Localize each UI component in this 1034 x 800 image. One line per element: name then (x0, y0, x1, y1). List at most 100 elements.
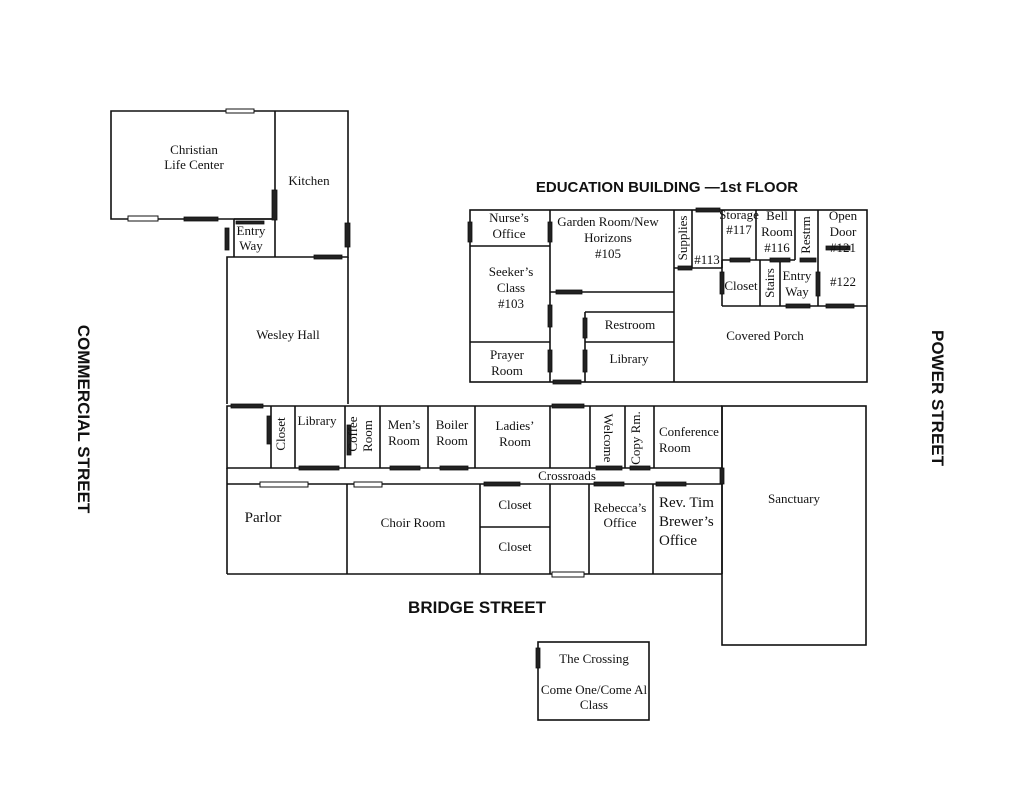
restroom-label: Restroom (605, 317, 656, 332)
door-marker (551, 571, 585, 578)
come-one-class-label-2: Class (580, 697, 608, 712)
library-upper-label: Library (610, 351, 649, 366)
door-marker (595, 465, 623, 471)
copy-room-label: Copy Rm. (628, 411, 643, 464)
door-marker (225, 108, 255, 114)
prayer-room-label-2: Room (491, 363, 523, 378)
covered-porch-label: Covered Porch (726, 328, 804, 343)
sanctuary-label: Sanctuary (768, 491, 820, 506)
door-marker (547, 221, 553, 243)
door-marker (785, 303, 811, 309)
nurses-office-label-2: Office (493, 226, 526, 241)
open-door-label-1: Open (829, 208, 858, 223)
closet-lower-label: Closet (498, 539, 532, 554)
door-marker (271, 189, 278, 221)
bell-room-label-2: Room (761, 224, 793, 239)
prayer-room-label-1: Prayer (490, 347, 525, 362)
restroom-small-label: Restrm (798, 216, 813, 254)
entry-way-east-label-2: Way (785, 284, 809, 299)
door-marker (127, 215, 159, 222)
welcome-label: Welcome (601, 414, 616, 463)
door-marker (235, 220, 265, 225)
crossroads-label: Crossroads (538, 468, 596, 483)
door-marker (825, 303, 855, 309)
room-122-label: #122 (830, 274, 856, 289)
boiler-room-label-1: Boiler (436, 417, 469, 432)
door-marker (555, 289, 583, 295)
door-marker (769, 257, 791, 263)
door-marker (551, 403, 585, 409)
christian-life-center-label-2: Life Center (164, 157, 224, 172)
christian-life-center-label-1: Christian (170, 142, 218, 157)
mens-room-label-2: Room (388, 433, 420, 448)
door-marker (439, 465, 469, 471)
door-marker (593, 481, 625, 487)
supplies-label: Supplies (675, 216, 690, 261)
door-marker (825, 245, 851, 251)
storage-label-2: #117 (726, 222, 752, 237)
door-marker (547, 304, 553, 328)
door-marker (344, 222, 351, 248)
door-marker (719, 467, 725, 485)
door-marker (729, 257, 751, 263)
power-street-label: POWER STREET (928, 330, 947, 467)
door-marker (483, 481, 521, 487)
pastor-office-label-3: Office (659, 533, 697, 549)
bell-room-label-1: Bell (766, 208, 788, 223)
door-marker (815, 271, 821, 297)
coffee-room-label-1: Coffee (345, 416, 360, 451)
open-door-label-3: #121 (830, 240, 856, 255)
door-marker (313, 254, 343, 260)
door-marker (230, 403, 264, 409)
door-marker (799, 257, 817, 263)
door-marker (655, 481, 687, 487)
nurses-office-label-1: Nurse’s (489, 210, 529, 225)
entry-way-west-label-1: Entry (237, 223, 266, 238)
the-crossing-room (537, 641, 650, 721)
entry-way-east-label-1: Entry (783, 268, 812, 283)
closet-east-label: Closet (724, 278, 758, 293)
door-marker (677, 265, 693, 271)
plan-title: EDUCATION BUILDING —1st FLOOR (536, 179, 798, 196)
commercial-street-label: COMMERCIAL STREET (74, 325, 93, 514)
door-marker (535, 647, 541, 669)
door-marker (467, 221, 473, 243)
pastor-office-label-1: Rev. Tim (659, 495, 714, 511)
door-marker (695, 207, 721, 213)
mens-room-label-1: Men’s (388, 417, 421, 432)
seekers-class-label-3: #103 (498, 296, 524, 311)
wesley-hall-label: Wesley Hall (256, 327, 320, 342)
bell-room-label-3: #116 (764, 240, 790, 255)
garden-room-label-2: Horizons (584, 230, 632, 245)
door-marker (719, 271, 725, 295)
coffee-room-label-2: Room (360, 420, 375, 452)
rebeccas-office-label-2: Office (604, 515, 637, 530)
storage-label-1: Storage (719, 207, 759, 222)
door-marker (224, 227, 230, 251)
entry-way-west-label-2: Way (239, 238, 263, 253)
conference-room-label-1: Conference (659, 424, 719, 439)
door-marker (582, 317, 588, 339)
stairs-label: Stairs (762, 268, 777, 298)
door-marker (389, 465, 421, 471)
door-marker (582, 349, 588, 373)
the-crossing-label: The Crossing (559, 651, 629, 666)
door-marker (353, 481, 383, 488)
ladies-room-label-1: Ladies’ (496, 418, 535, 433)
main-lower-block (226, 405, 867, 646)
ladies-room-label-2: Room (499, 434, 531, 449)
seekers-class-label-2: Class (497, 280, 525, 295)
door-marker (346, 424, 352, 456)
closet-upper-label: Closet (498, 497, 532, 512)
come-one-class-label-1: Come One/Come Al (541, 682, 648, 697)
room-113-label: #113 (694, 252, 720, 267)
door-marker (629, 465, 651, 471)
door-marker (547, 349, 553, 373)
garden-room-label-3: #105 (595, 246, 621, 261)
bridge-street-label: BRIDGE STREET (408, 598, 547, 617)
seekers-class-label-1: Seeker’s (489, 264, 534, 279)
closet-west-label: Closet (273, 417, 288, 451)
door-marker (266, 415, 272, 445)
parlor-label: Parlor (245, 510, 282, 526)
